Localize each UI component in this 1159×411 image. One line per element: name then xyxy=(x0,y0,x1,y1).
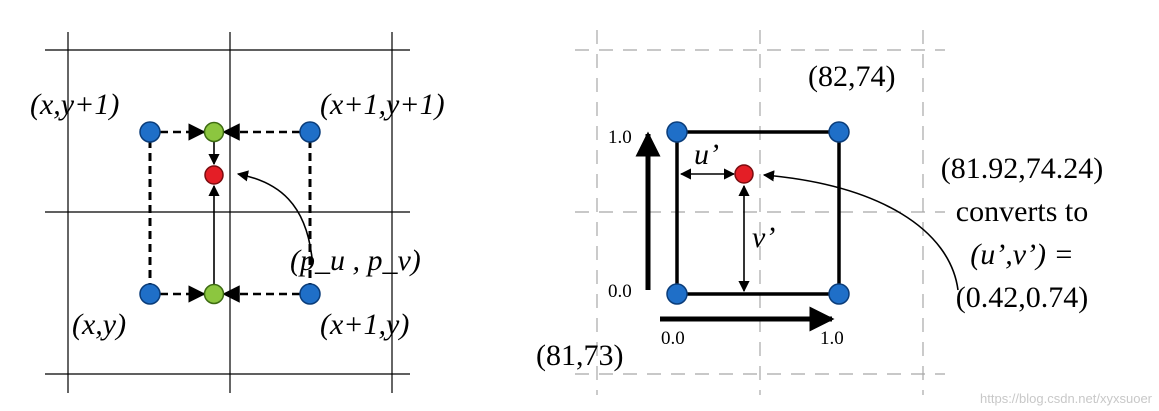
unit-corner-top-left xyxy=(666,121,688,143)
pixel-grid xyxy=(45,32,410,393)
sample-point xyxy=(204,165,224,185)
right-panel: (82,74) (81,73) 1.0 0.0 0.0 1.0 u’ v’ (8… xyxy=(536,30,1103,395)
axis-v-max-label: 1.0 xyxy=(608,127,632,148)
corner-label-top-left: (x,y+1) xyxy=(30,88,119,121)
unit-corner-top-right xyxy=(828,121,850,143)
sample-pointer-arrow xyxy=(236,170,313,259)
texel-grid-dashed xyxy=(575,30,945,395)
axis-u-min-label: 0.0 xyxy=(661,328,685,349)
unit-sample-point xyxy=(734,164,754,184)
unit-square xyxy=(675,130,841,296)
left-panel: (x,y+1) (x+1,y+1) (x,y) (x+1,y) (p_u , p… xyxy=(30,32,445,393)
corner-point-top-right xyxy=(299,121,321,143)
note-line-4: (0.42,0.74) xyxy=(956,281,1088,314)
v-prime-label: v’ xyxy=(752,221,775,254)
corner-label-bottom-left: (x,y) xyxy=(72,308,126,341)
texel-label-bottom-left: (81,73) xyxy=(536,339,623,372)
unit-corner-bottom-left xyxy=(666,283,688,305)
axis-v-min-label: 0.0 xyxy=(608,281,632,302)
corner-point-bottom-left xyxy=(139,283,161,305)
corner-label-bottom-right: (x+1,y) xyxy=(320,308,409,341)
corner-point-bottom-right xyxy=(299,283,321,305)
u-prime-label: u’ xyxy=(694,138,719,171)
conversion-note: (81.92,74.24) converts to (u’,v’) = (0.4… xyxy=(941,152,1103,314)
corner-point-top-left xyxy=(139,121,161,143)
sample-point-label: (p_u , p_v) xyxy=(290,244,421,277)
axis-u-max-label: 1.0 xyxy=(820,328,844,349)
corner-label-top-right: (x+1,y+1) xyxy=(320,88,445,121)
interp-point-top xyxy=(203,121,225,143)
watermark: https://blog.csdn.net/xyxsuoer xyxy=(980,391,1153,406)
horizontal-interp-arrows xyxy=(160,123,300,303)
note-line-1: (81.92,74.24) xyxy=(941,152,1103,185)
note-line-2: converts to xyxy=(956,195,1088,228)
note-pointer-arrow xyxy=(762,170,959,291)
unit-corner-bottom-right xyxy=(828,283,850,305)
interp-point-bottom xyxy=(203,283,225,305)
note-line-3: (u’,v’) = xyxy=(970,238,1074,271)
texel-label-top-right: (82,74) xyxy=(808,60,895,93)
